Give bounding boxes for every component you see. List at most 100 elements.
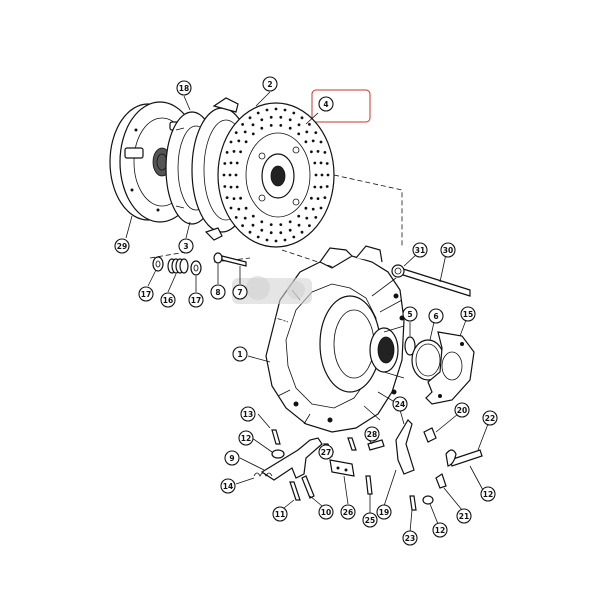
callout-circle — [428, 308, 444, 324]
rivet-dot — [244, 140, 248, 144]
rivet-dot — [241, 224, 245, 228]
rivet-dot — [311, 139, 315, 143]
callout-14: 14 — [220, 478, 236, 494]
callout-30: 30 — [440, 242, 456, 258]
callout-circle — [318, 444, 334, 460]
callout-circle — [456, 508, 472, 524]
callout-7: 7 — [232, 284, 248, 300]
rivet-dot — [326, 173, 330, 177]
callout-number: 26 — [343, 508, 353, 517]
callout-number: 7 — [237, 288, 242, 297]
callout-26: 26 — [340, 504, 356, 520]
rivet-dot — [310, 150, 313, 154]
rivet-dot — [297, 132, 301, 136]
rivet-dot — [269, 231, 273, 235]
callout-number: 10 — [321, 508, 331, 517]
rivet-dot — [251, 223, 255, 227]
callout-circle — [460, 306, 476, 322]
rivet-dot — [237, 207, 241, 211]
callout-circle — [262, 76, 278, 92]
rivet-dot — [288, 220, 292, 224]
rivet-dot — [269, 115, 273, 119]
rivet-dot — [274, 239, 278, 243]
rivet-dot — [297, 223, 301, 227]
rivet-dot — [279, 115, 283, 119]
tractor-logo-icon — [232, 276, 312, 304]
rivet-dot — [228, 173, 232, 177]
callout-number: 22 — [485, 414, 495, 423]
callout-circle — [362, 512, 378, 528]
callout-circle — [376, 504, 392, 520]
watermark-text: traktor-part — [236, 313, 311, 328]
callout-24: 24 — [392, 396, 408, 412]
clutch-disc — [217, 102, 335, 248]
rivet-dot — [235, 185, 239, 189]
rivet-dot — [292, 111, 296, 115]
callout-3: 3 — [178, 238, 194, 254]
rivet-dot — [265, 108, 269, 112]
spring-washer-set — [152, 252, 247, 276]
rivet-dot — [313, 161, 317, 165]
rivet-dot — [234, 131, 238, 135]
callout-5: 5 — [402, 306, 418, 322]
rivet-dot — [232, 150, 236, 153]
rivet-dot — [279, 231, 283, 235]
callout-number: 24 — [395, 400, 405, 409]
callout-number: 15 — [463, 310, 473, 319]
callout-number: 12 — [435, 526, 445, 535]
rivet-dot — [256, 111, 260, 115]
callout-21: 21 — [456, 508, 472, 524]
rivet-dot — [320, 173, 324, 177]
callout-27: 27 — [318, 444, 334, 460]
rivet-dot — [229, 185, 233, 189]
callout-1: 1 — [232, 346, 248, 362]
rivet-dot — [234, 216, 238, 219]
callout-circle — [210, 284, 226, 300]
callout-circle — [232, 346, 248, 362]
callout-number: 13 — [243, 410, 253, 419]
rivet-dot — [300, 230, 304, 234]
callout-22: 22 — [482, 410, 498, 426]
rivet-dot — [251, 123, 255, 127]
callout-circle — [480, 486, 496, 502]
callout-17: 17 — [188, 292, 204, 308]
callout-31: 31 — [412, 242, 428, 258]
rivet-dot — [308, 224, 311, 228]
rivet-dot — [248, 116, 252, 120]
rivet-dot — [251, 214, 255, 218]
leader-lines — [125, 91, 489, 533]
long-bolt — [391, 264, 471, 297]
rivet-dot — [319, 140, 323, 144]
callout-number: 2 — [267, 80, 272, 89]
release-linkage — [253, 419, 483, 511]
rivet-dot — [305, 130, 309, 134]
callout-circle — [224, 450, 240, 466]
rivet-dot — [305, 216, 309, 220]
callout-circle — [318, 96, 334, 112]
rivet-dot — [311, 207, 315, 211]
rivet-dot — [310, 196, 313, 200]
rivet-dot — [269, 124, 273, 127]
rivet-dot — [283, 108, 287, 112]
rivet-dot — [319, 161, 323, 165]
callout-8: 8 — [210, 284, 226, 300]
rivet-dot — [308, 123, 311, 126]
callout-number: 18 — [179, 84, 189, 93]
rivet-dot — [323, 196, 327, 200]
rivet-dot — [243, 216, 247, 220]
callout-29: 29 — [114, 238, 130, 254]
rivet-dot — [243, 130, 247, 134]
rivet-dot — [260, 126, 264, 130]
callout-12: 12 — [238, 430, 254, 446]
rivet-dot — [269, 223, 273, 227]
callout-number: 16 — [163, 296, 173, 305]
callout-number: 6 — [433, 312, 438, 321]
callout-9: 9 — [224, 450, 240, 466]
rivet-dot — [229, 140, 233, 144]
callout-number: 21 — [459, 512, 469, 521]
callout-number: 20 — [457, 406, 467, 415]
callout-circle — [238, 430, 254, 446]
rivet-dot — [314, 173, 318, 177]
rivet-dot — [237, 139, 241, 143]
